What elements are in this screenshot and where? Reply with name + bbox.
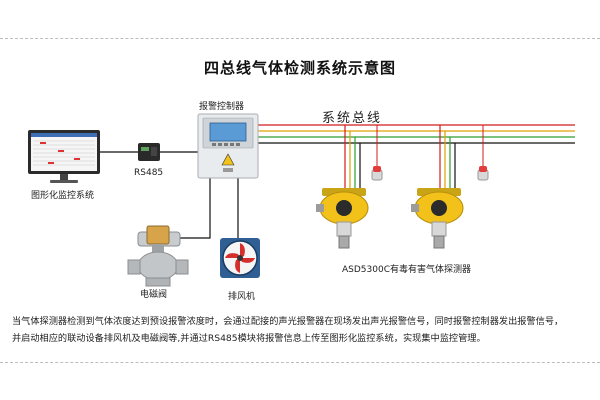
detector-1-drops — [344, 125, 361, 192]
gas-detector-2 — [411, 188, 464, 249]
alarm-controller-label: 报警控制器 — [199, 102, 245, 112]
detector-label: ASD5300C有毒有害气体探测器 — [342, 265, 471, 275]
monitoring-system-label: 图形化监控系统 — [31, 191, 95, 201]
system-bus-wires — [257, 124, 575, 144]
detector-2-drops — [439, 125, 456, 192]
monitor-computer — [28, 130, 100, 183]
rs485-module — [138, 143, 160, 161]
description-line-1: 当气体探测器检测到气体浓度达到预设报警浓度时，会通过配接的声光报警器在现场发出声… — [12, 316, 564, 327]
alarm-beacon-1 — [371, 166, 383, 181]
description-line-2: 并启动相应的联动设备排风机及电磁阀等,并通过RS485模块将报警信息上传至图形化… — [12, 333, 486, 344]
rs485-label: RS485 — [134, 168, 164, 178]
exhaust-fan-label: 排风机 — [228, 292, 256, 302]
top-divider — [0, 38, 600, 39]
system-bus-label: 系统总线 — [322, 111, 383, 126]
exhaust-fan — [220, 238, 260, 278]
solenoid-valve — [127, 225, 189, 287]
solenoid-valve-label: 电磁阀 — [140, 290, 168, 300]
gas-detector-1 — [316, 188, 369, 249]
description: 当气体探测器检测到气体浓度达到预设报警浓度时，会通过配接的声光报警器在现场发出声… — [12, 313, 592, 347]
controller-to-valve-link — [180, 178, 211, 239]
diagram-title: 四总线气体检测系统示意图 — [203, 59, 396, 77]
bottom-divider — [0, 362, 600, 363]
alarm-controller-box — [197, 113, 259, 179]
alarm-beacon-2 — [477, 166, 489, 181]
